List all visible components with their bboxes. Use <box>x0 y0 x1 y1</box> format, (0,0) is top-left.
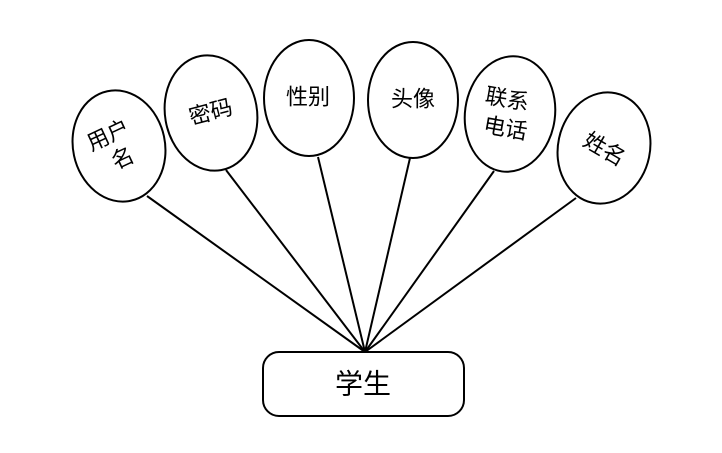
attribute-avatar: 头像 <box>367 41 459 159</box>
attribute-ellipse <box>263 39 355 157</box>
attribute-ellipse <box>71 89 167 203</box>
connector-phone <box>364 170 495 353</box>
connector-avatar <box>364 157 411 353</box>
connector-password <box>225 169 366 353</box>
attribute-phone: 联系 电话 <box>463 55 557 173</box>
attribute-ellipse <box>556 91 652 205</box>
entity-label: 学生 <box>335 368 391 401</box>
attribute-password: 密码 <box>163 54 259 172</box>
attribute-ellipse <box>367 41 459 159</box>
attribute-name: 姓名 <box>556 91 652 205</box>
attribute-ellipse <box>463 55 557 173</box>
connector-username <box>146 195 366 353</box>
entity-student: 学生 <box>262 351 465 417</box>
connector-gender <box>317 156 366 353</box>
attribute-label: 头像 <box>391 88 435 113</box>
connector-name <box>364 197 577 353</box>
attribute-username: 用户 名 <box>71 89 167 203</box>
connectors <box>146 156 577 353</box>
entity-box <box>262 351 465 417</box>
attribute-ellipse <box>163 54 259 172</box>
attribute-label: 性别 <box>286 86 330 111</box>
attribute-gender: 性别 <box>263 39 355 157</box>
